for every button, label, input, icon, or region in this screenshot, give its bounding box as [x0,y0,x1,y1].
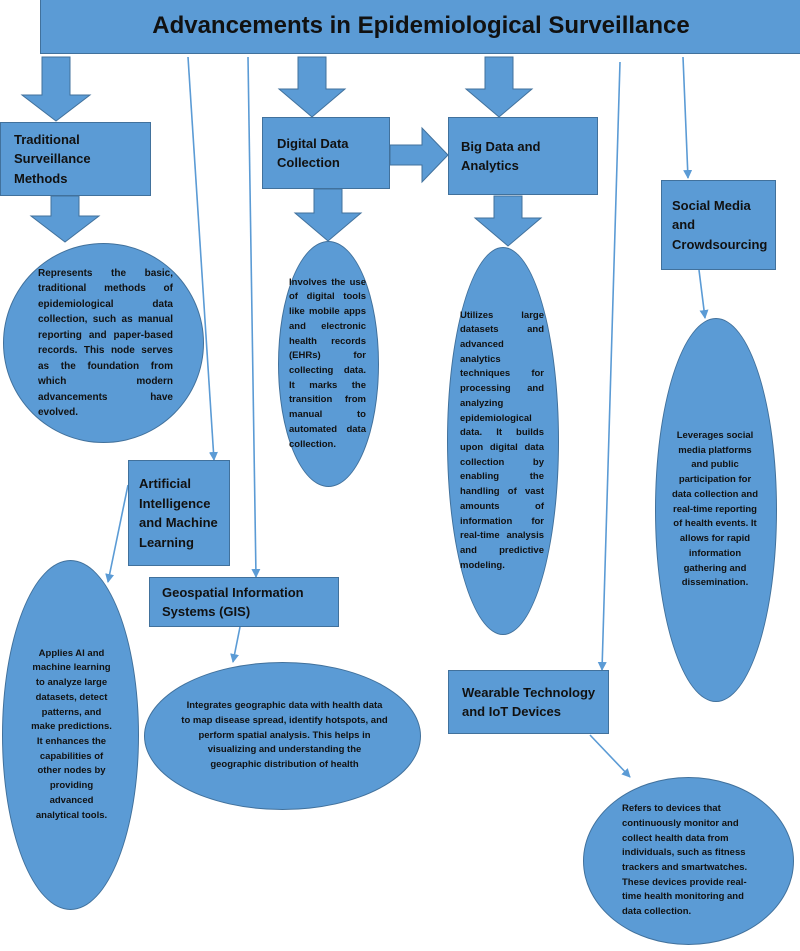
block-arrow-bigdata-to-ellipse [473,195,543,247]
ellipse-digital-description: Involves the use of digital tools like m… [278,241,379,487]
bigdata-description: Utilizes large datasets and advanced ana… [460,309,544,571]
node-gis-label: Geospatial Information Systems (GIS) [162,584,304,620]
connector-title-to-ai [187,56,218,461]
title-box: Advancements in Epidemiological Surveill… [40,0,800,54]
node-social-media-crowdsourcing: Social Media and Crowdsourcing [661,180,776,270]
block-arrow-title-to-digital [277,56,347,118]
connector-ai-to-ellipse [105,484,129,583]
connector-title-to-wearable [597,61,621,671]
node-bigdata-label: Big Data and Analytics [461,138,541,174]
ellipse-traditional-description: Represents the basic, traditional method… [3,243,204,443]
node-traditional-label: Traditional Surveillance Methods [14,131,91,186]
block-arrow-digital-to-bigdata [389,126,449,184]
node-ai-machine-learning: Artificial Intelligence and Machine Lear… [128,460,230,566]
node-ai-label: Artificial Intelligence and Machine Lear… [139,476,218,550]
ellipse-gis-description: Integrates geographic data with health d… [144,662,421,810]
node-social-label: Social Media and Crowdsourcing [672,197,768,252]
connector-wearable-to-ellipse [589,734,631,778]
connector-gis-to-ellipse [230,626,241,663]
ellipse-wearable-description: Refers to devices that continuously moni… [583,777,794,945]
gis-description: Integrates geographic data with health d… [181,700,388,771]
digital-description: Involves the use of digital tools like m… [289,276,366,450]
node-wearable-iot: Wearable Technology and IoT Devices [448,670,609,734]
block-arrow-title-to-bigdata [464,56,534,118]
block-arrow-title-to-traditional [20,56,92,122]
connector-title-to-gis [247,56,261,578]
wearable-description: Refers to devices that continuously moni… [622,803,748,918]
connector-title-to-social [682,56,693,179]
ellipse-ai-description: Applies AI and machine learning to analy… [2,560,139,910]
social-description: Leverages social media platforms and pub… [671,430,759,589]
traditional-description: Represents the basic, traditional method… [38,267,173,419]
ellipse-bigdata-description: Utilizes large datasets and advanced ana… [447,247,559,635]
node-digital-data-collection: Digital Data Collection [262,117,390,189]
node-digital-label: Digital Data Collection [277,135,349,171]
node-big-data-analytics: Big Data and Analytics [448,117,598,195]
diagram-title: Advancements in Epidemiological Surveill… [152,12,690,39]
node-wearable-label: Wearable Technology and IoT Devices [462,684,596,720]
connector-social-to-ellipse [698,269,709,319]
block-arrow-traditional-to-ellipse [29,195,101,243]
node-traditional-surveillance: Traditional Surveillance Methods [0,122,151,196]
block-arrow-digital-to-ellipse [293,188,363,242]
node-gis: Geospatial Information Systems (GIS) [149,577,339,627]
ai-description: Applies AI and machine learning to analy… [31,647,112,821]
ellipse-social-description: Leverages social media platforms and pub… [655,318,777,702]
